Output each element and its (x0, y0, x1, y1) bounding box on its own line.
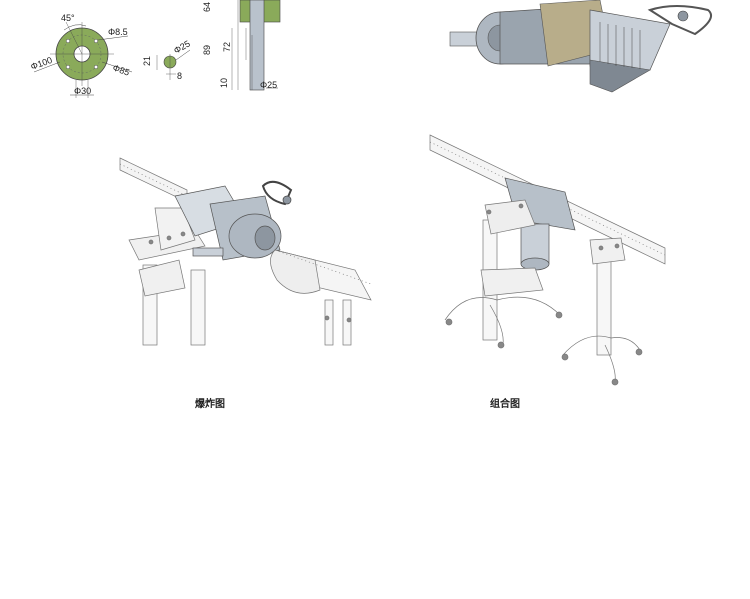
key-height-label: 21 (142, 56, 152, 66)
flange-bolt-circle-label: Φ85 (111, 62, 131, 77)
key-dia-label: Φ25 (172, 38, 192, 55)
flange-view: 45° Φ8.5 Φ100 Φ85 Φ30 (29, 13, 133, 98)
shaft-inner-label: 72 (222, 42, 232, 52)
flange-bolt-hole-label: Φ8.5 (108, 27, 128, 37)
gearbox-render (440, 0, 720, 100)
shaft-dia-label: Φ25 (260, 80, 277, 90)
exploded-view-drawing (115, 150, 377, 346)
shaft-top-label: 64 (202, 2, 212, 12)
technical-drawing: 45° Φ8.5 Φ100 Φ85 Φ30 Φ25 21 8 64 (20, 0, 290, 105)
assembled-view-caption: 组合图 (490, 399, 520, 410)
assembled-view-drawing (425, 130, 670, 395)
flange-bore-label: Φ30 (74, 86, 91, 96)
shaft-view: 64 89 72 10 Φ25 (202, 0, 281, 91)
flange-angle-label: 45° (61, 13, 75, 23)
key-width-label: 8 (177, 71, 182, 81)
shaft-middle-label: 89 (202, 45, 212, 55)
key-view: Φ25 21 8 (142, 38, 192, 81)
shaft-bottom-label: 10 (219, 78, 229, 88)
exploded-view-caption: 爆炸图 (195, 399, 225, 410)
